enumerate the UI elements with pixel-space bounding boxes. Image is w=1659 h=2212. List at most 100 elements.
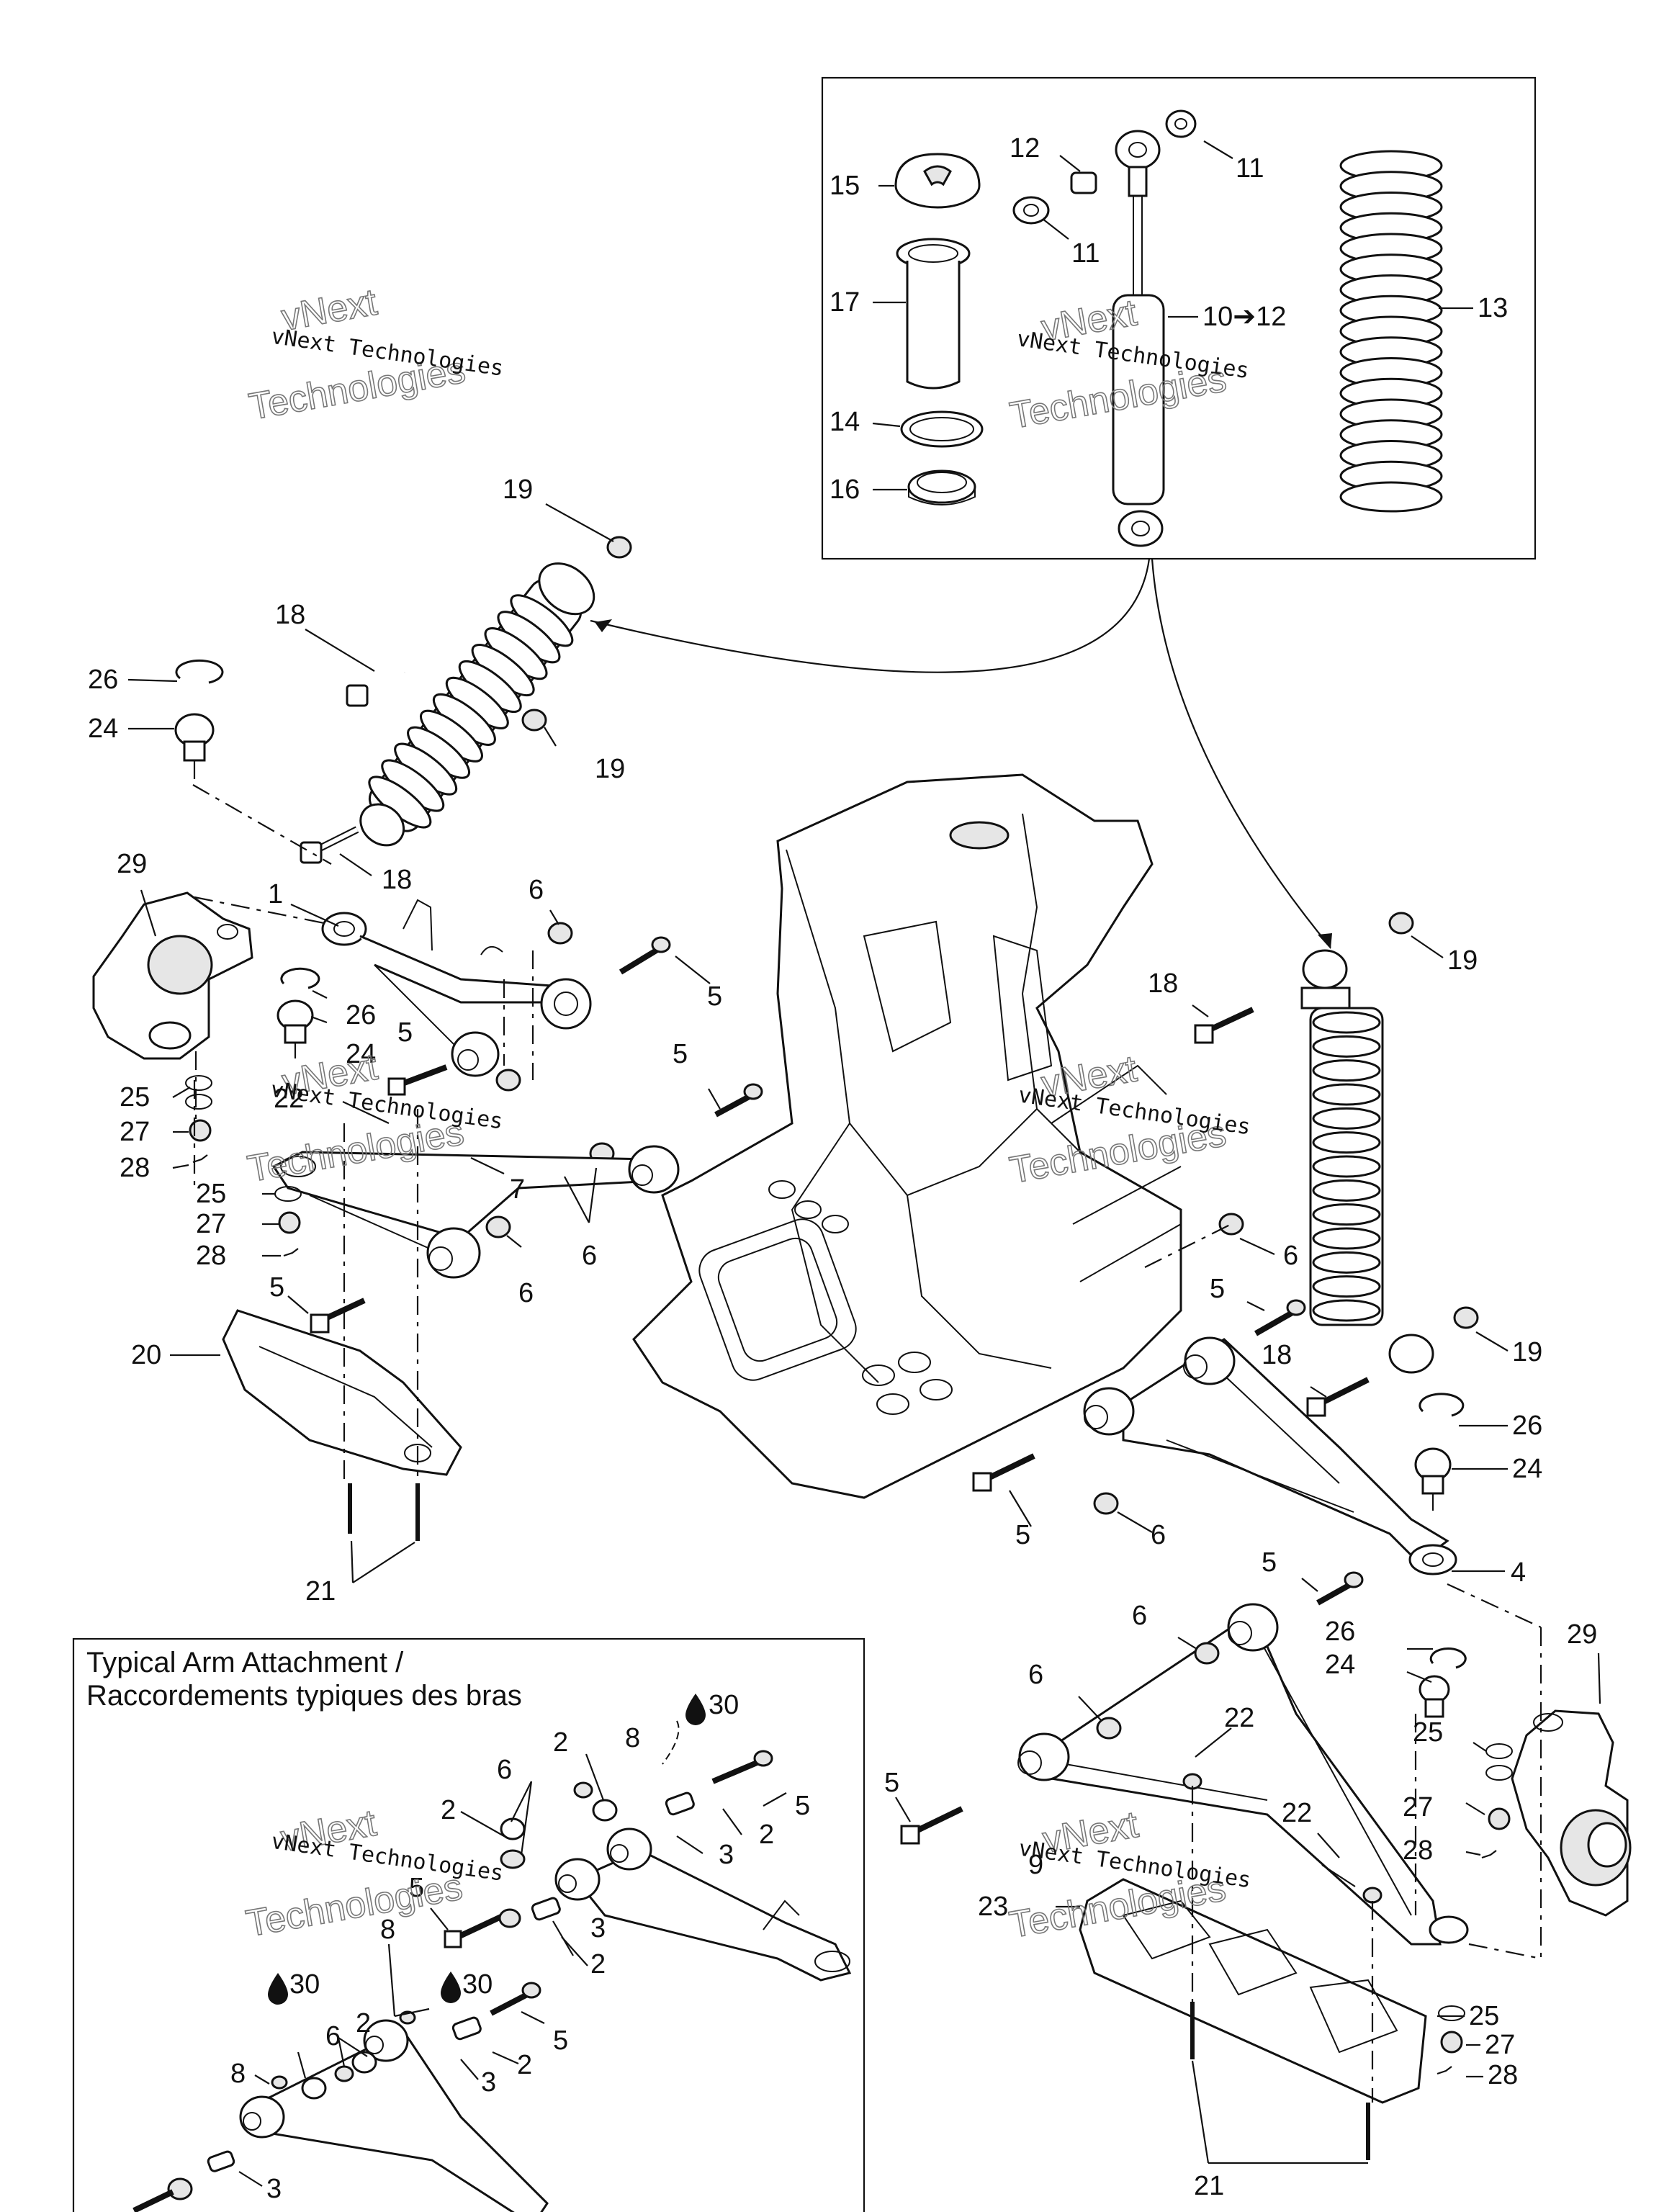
label-r5c: 5: [1262, 1547, 1277, 1578]
label-i6a: 6: [497, 1755, 512, 1785]
label-i3c: 3: [481, 2067, 496, 2098]
label-i5c: 5: [553, 2026, 568, 2056]
coil-turn: [1339, 481, 1443, 513]
label-r18b: 18: [1262, 1340, 1292, 1370]
label-17: 17: [830, 287, 860, 318]
skid-plate-left: [222, 1309, 462, 1476]
label-16: 16: [830, 475, 860, 505]
drop-icon: [441, 1972, 461, 2003]
ball-joint-left-mid: [276, 999, 314, 1058]
label-i5a: 5: [795, 1791, 810, 1821]
label-r6a: 6: [1283, 1241, 1298, 1271]
watermark-big-b: Technologies: [243, 1866, 466, 1945]
coil-turn: [1312, 1251, 1381, 1274]
label-i2f: 2: [517, 2050, 532, 2080]
label-i2b: 2: [441, 1795, 456, 1825]
label-6b: 6: [582, 1241, 597, 1271]
label-i30a: 30: [709, 1690, 739, 1720]
ball-joint-left: [174, 713, 215, 779]
label-5c: 5: [673, 1039, 688, 1069]
label-r23: 23: [978, 1892, 1008, 1922]
label-28a: 28: [120, 1153, 150, 1183]
spacer-part: [1070, 171, 1097, 194]
coil-turn: [1312, 1155, 1381, 1178]
label-11-bottom: 11: [1071, 238, 1100, 269]
label-19b: 19: [595, 754, 625, 784]
coil-turn: [1312, 1299, 1381, 1322]
label-i30c: 30: [462, 1969, 493, 2000]
drop-icon: [268, 1973, 288, 2005]
label-r26b: 26: [1325, 1617, 1355, 1647]
label-18a: 18: [275, 600, 305, 630]
label-r24: 24: [1512, 1454, 1542, 1484]
label-18b: 18: [382, 865, 412, 895]
spring-seat-part: [894, 153, 981, 209]
inset-arm-upper: [554, 1827, 852, 1982]
bolt-18-upper: [346, 670, 406, 707]
label-r27b: 27: [1485, 2030, 1515, 2060]
label-r19b: 19: [1512, 1337, 1542, 1367]
label-10-12: 10➔12: [1202, 302, 1286, 332]
label-i8a: 8: [625, 1723, 640, 1753]
label-r4: 4: [1511, 1557, 1526, 1588]
label-i8c: 8: [230, 2059, 246, 2089]
bolt-18-lower: [300, 826, 359, 864]
label-29: 29: [117, 849, 147, 879]
label-7: 7: [510, 1174, 525, 1205]
label-r6b: 6: [1151, 1520, 1166, 1550]
label-r24b: 24: [1325, 1650, 1355, 1680]
left-suspension: 19 18 26 24 19 18 29 1 6 5 26 24 5 5 25 …: [88, 475, 763, 1606]
label-r27: 27: [1403, 1792, 1433, 1822]
label-r25b: 25: [1469, 2001, 1499, 2031]
label-27b: 27: [196, 1209, 226, 1239]
label-r5a: 5: [1210, 1274, 1225, 1304]
label-r21: 21: [1194, 2171, 1224, 2201]
skid-plate-right: [1079, 1878, 1427, 2104]
label-12: 12: [1010, 133, 1040, 163]
inset-title-line1: Typical Arm Attachment /: [86, 1647, 404, 1678]
coil-turn: [1312, 1107, 1381, 1130]
label-i3a: 3: [719, 1840, 734, 1870]
knuckle-left: [92, 891, 253, 1060]
bushing-part: [907, 469, 976, 505]
coil-spring-part: [1339, 150, 1443, 513]
label-i2a: 2: [553, 1727, 568, 1758]
label-i6b: 6: [325, 2021, 341, 2051]
label-i2d: 2: [590, 1949, 606, 1979]
label-r5b: 5: [1015, 1520, 1030, 1550]
bushing-11a-part: [1165, 109, 1197, 138]
label-5a: 5: [707, 981, 722, 1012]
label-i3d: 3: [266, 2174, 282, 2204]
inset-arm-lower: [239, 2019, 549, 2212]
label-i2e: 2: [356, 2008, 371, 2038]
bushing-11b-part: [1012, 196, 1050, 225]
label-28b: 28: [196, 1241, 226, 1271]
label-r5d: 5: [884, 1768, 899, 1798]
right-coilover-part: [1300, 949, 1434, 1374]
label-r19a: 19: [1447, 945, 1478, 976]
coil-turn: [1312, 1059, 1381, 1082]
knuckle-right: [1511, 1709, 1632, 1917]
label-24b: 24: [346, 1039, 376, 1069]
label-15: 15: [830, 171, 860, 201]
label-26a: 26: [88, 665, 118, 695]
label-13: 13: [1478, 293, 1508, 323]
label-11-top: 11: [1236, 153, 1264, 184]
coil-turn: [1312, 1131, 1381, 1154]
label-27a: 27: [120, 1117, 150, 1147]
label-24a: 24: [88, 714, 118, 744]
right-suspension: 18 19 6 5 19 18 26 24 5 6 4 5 6 26 24 29…: [884, 912, 1632, 2201]
label-r28: 28: [1403, 1835, 1433, 1866]
shock-kit-box: 15 17 14 16 12 11 11 10➔12 13: [821, 76, 1537, 560]
left-coilover-part: [359, 562, 595, 847]
label-r6d: 6: [1028, 1660, 1043, 1690]
label-r9: 9: [1028, 1850, 1043, 1880]
label-21: 21: [305, 1576, 336, 1606]
label-20: 20: [131, 1340, 161, 1370]
label-19a: 19: [503, 475, 533, 505]
coil-turn: [1312, 1275, 1381, 1298]
drop-icon: [685, 1694, 706, 1725]
upper-arm-right: [1017, 1603, 1469, 1946]
coil-turn: [1312, 1203, 1381, 1226]
label-r26: 26: [1512, 1411, 1542, 1441]
